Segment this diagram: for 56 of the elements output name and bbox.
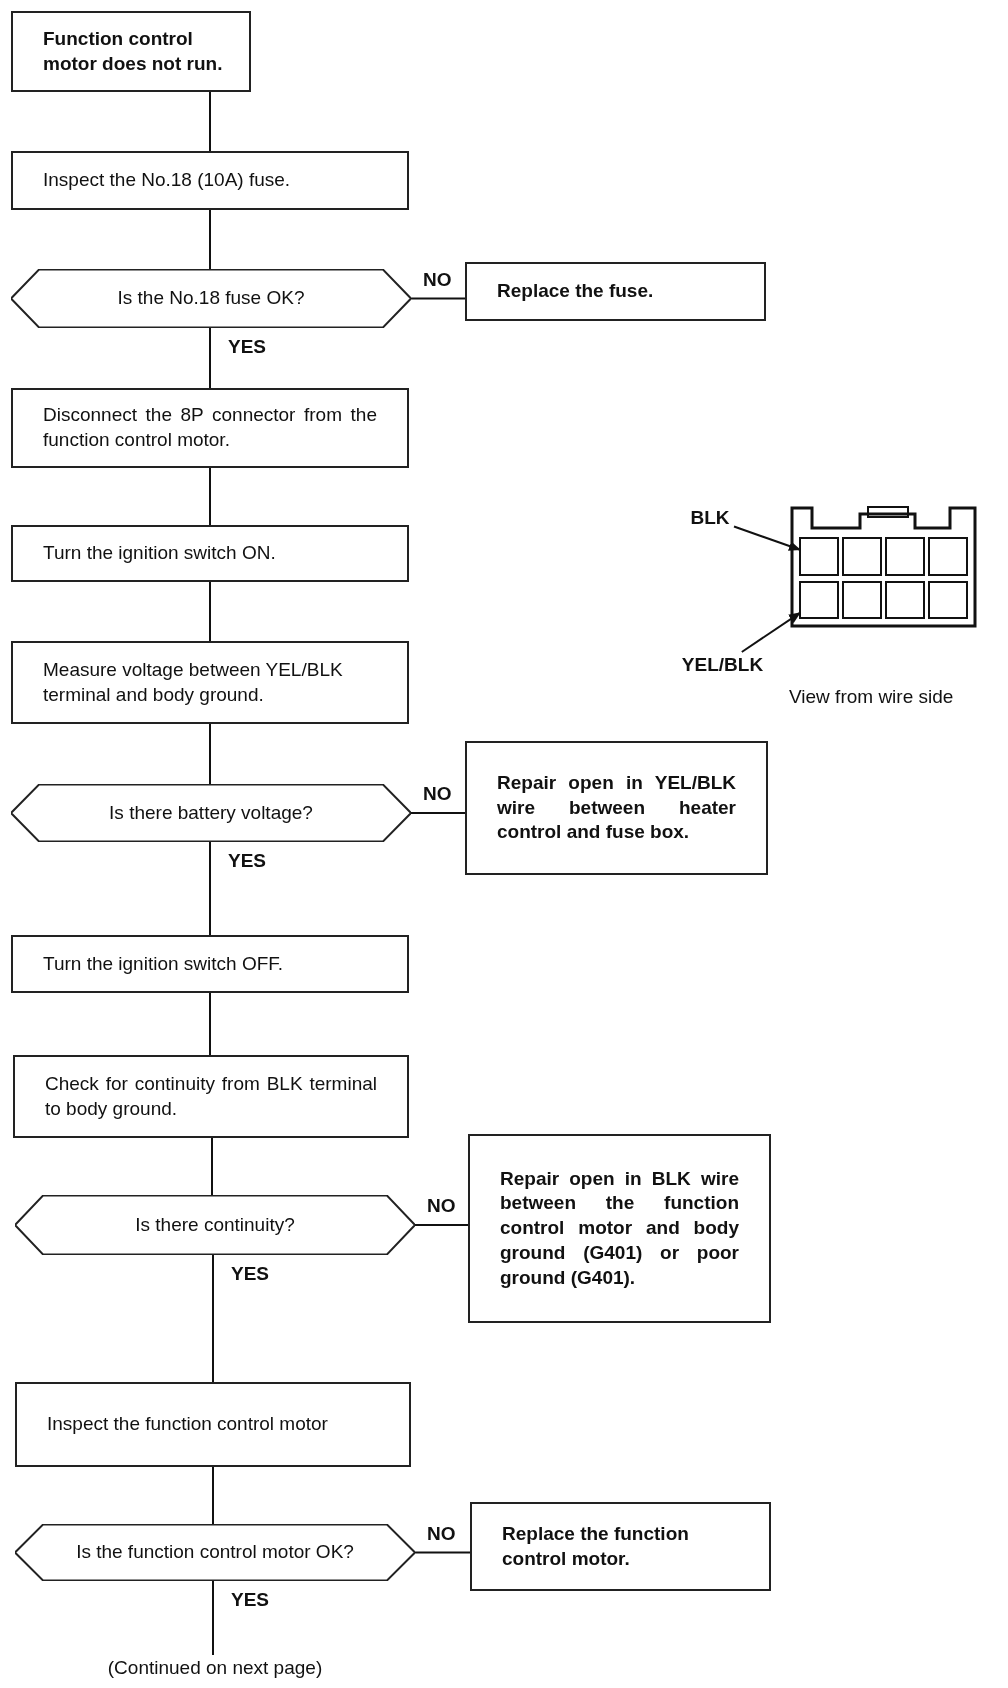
process-box <box>11 388 409 468</box>
process-box <box>11 641 409 724</box>
process-box <box>468 1134 771 1323</box>
leader-line <box>733 525 801 551</box>
decision-hexagon <box>15 1524 415 1581</box>
box-text: Function control motor does not run. <box>43 26 224 76</box>
connector-line <box>209 467 211 526</box>
box-text: Check for continuity from BLK terminal to body ground. <box>45 1071 377 1121</box>
process-box <box>470 1502 771 1591</box>
box-text: Repair open in BLK wire between the function control motor and body ground (G401) or poor ground (G401). <box>500 1166 739 1290</box>
connector-line <box>414 1551 471 1554</box>
caption-text: View from wire side <box>789 686 954 708</box>
process-box <box>13 1055 409 1138</box>
connector-line <box>414 1224 469 1226</box>
process-box <box>11 525 409 582</box>
connector-line <box>209 91 211 152</box>
connector-line <box>410 812 466 814</box>
terminal-cavity <box>799 537 839 576</box>
box-text: Turn the ignition switch OFF. <box>43 951 285 976</box>
connector-line <box>211 1137 213 1196</box>
box-text: Measure voltage between YEL/BLK terminal and body ground. <box>43 657 344 707</box>
box-text: Is the No.18 fuse OK? <box>116 286 306 311</box>
connector-line <box>209 581 211 642</box>
box-text: Turn the ignition switch ON. <box>43 541 277 566</box>
box-text: Is the function control motor OK? <box>75 1540 355 1565</box>
box-text: Inspect the function control motor <box>47 1412 329 1437</box>
decision-hexagon <box>11 784 411 842</box>
box-text: Is there continuity? <box>134 1212 296 1237</box>
process-box <box>465 262 766 321</box>
process-box <box>465 741 768 875</box>
connector-line <box>209 327 211 389</box>
box-text: Is there battery voltage? <box>108 800 314 825</box>
process-box <box>11 11 251 92</box>
box-text: Replace the function control motor. <box>502 1521 690 1571</box>
process-box <box>11 151 409 210</box>
process-box <box>11 935 409 993</box>
process-box <box>15 1382 411 1467</box>
box-text: Repair open in YEL/BLK wire between heater control and fuse box. <box>497 770 736 845</box>
terminal-cavity <box>799 581 839 619</box>
connector-line <box>209 209 211 270</box>
note-text: YEL/BLK <box>670 652 775 678</box>
connector-line <box>209 992 211 1056</box>
note-text: (Continued on next page) <box>80 1655 350 1681</box>
note-text: BLK <box>686 505 734 531</box>
connector-line <box>212 1466 214 1525</box>
decision-hexagon <box>15 1195 415 1255</box>
connector-line <box>410 297 466 300</box>
connector-line <box>209 841 211 936</box>
connector-line <box>212 1580 214 1656</box>
leader-line <box>740 611 801 653</box>
connector-line <box>212 1254 214 1383</box>
box-text: Inspect the No.18 (10A) fuse. <box>43 168 292 193</box>
box-text: Disconnect the 8P connector from the function control motor. <box>43 403 377 452</box>
connector-line <box>209 723 211 785</box>
box-text: Replace the fuse. <box>497 279 655 304</box>
decision-hexagon <box>11 269 411 328</box>
